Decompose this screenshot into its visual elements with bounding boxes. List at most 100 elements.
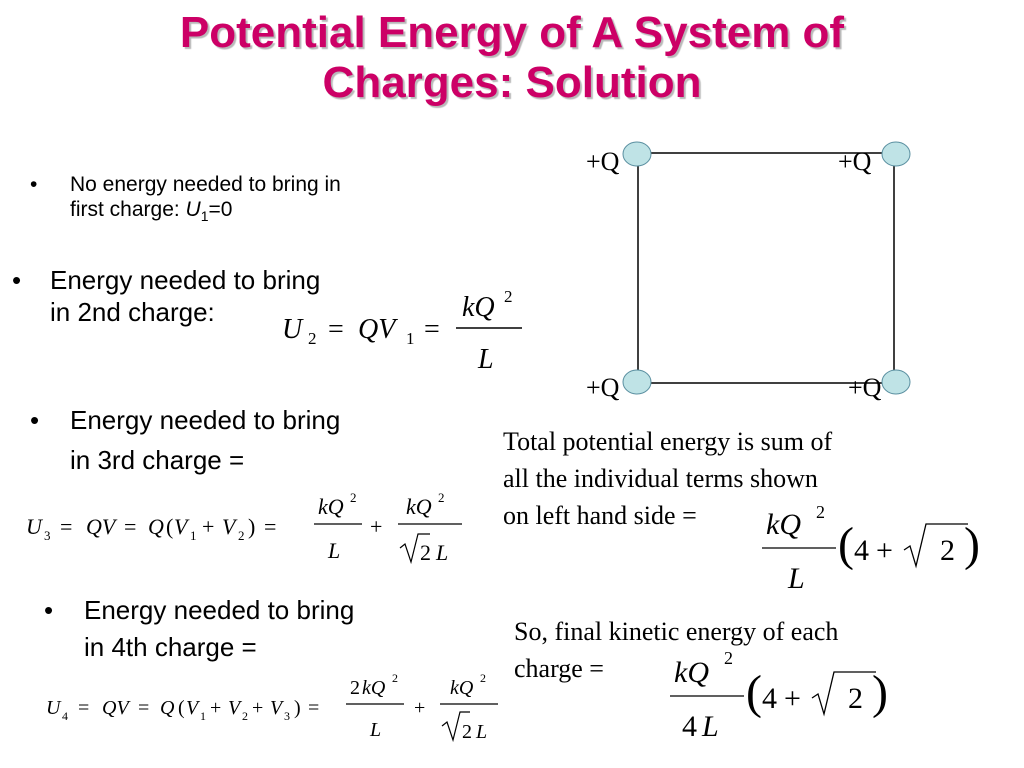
charge-square-diagram: +Q +Q +Q +Q bbox=[586, 141, 911, 402]
svg-text:QV: QV bbox=[86, 514, 118, 539]
svg-text:U: U bbox=[282, 314, 304, 345]
bullet-marker: • bbox=[30, 405, 40, 435]
bullet-line: No energy needed to bring in bbox=[70, 173, 341, 196]
svg-text:Q: Q bbox=[148, 514, 164, 539]
svg-text:V: V bbox=[186, 697, 201, 719]
bullet-line: in 4th charge = bbox=[84, 632, 257, 662]
text-line: Total potential energy is sum of bbox=[503, 427, 833, 456]
svg-text:=: = bbox=[264, 514, 276, 539]
text-line: on left hand side = bbox=[503, 501, 697, 530]
bullet-fourth-charge: • Energy needed to bring in 4th charge = bbox=[44, 592, 354, 666]
svg-text:L: L bbox=[787, 562, 805, 594]
svg-text:2: 2 bbox=[438, 490, 445, 505]
svg-text:kQ: kQ bbox=[406, 494, 432, 519]
bullet-first-charge: • No energy needed to bring in first cha… bbox=[30, 172, 341, 229]
svg-text:(: ( bbox=[838, 518, 854, 571]
svg-text:=: = bbox=[124, 514, 136, 539]
text-line: charge = bbox=[514, 654, 604, 683]
equation-u2: U 2 = QV 1 = kQ 2 L bbox=[282, 287, 522, 375]
svg-text:QV: QV bbox=[102, 697, 131, 719]
charge-circle-top-left bbox=[622, 141, 652, 167]
svg-text:1: 1 bbox=[406, 329, 415, 348]
svg-text:2: 2 bbox=[350, 677, 360, 699]
text-line: all the individual terms shown bbox=[503, 464, 818, 493]
bullet-marker: • bbox=[12, 265, 22, 295]
svg-text:+: + bbox=[414, 697, 425, 719]
bullet-line: Energy needed to bring bbox=[84, 595, 355, 625]
charge-label-bottom-right: +Q bbox=[848, 373, 882, 402]
svg-text:): ) bbox=[872, 666, 888, 719]
title-line-1: Potential Energy of A System of bbox=[179, 8, 845, 57]
bullet-line: Energy needed to bring bbox=[70, 405, 341, 435]
svg-text:1: 1 bbox=[200, 709, 206, 723]
svg-text:=: = bbox=[138, 697, 149, 719]
svg-text:=: = bbox=[78, 697, 89, 719]
svg-text:2: 2 bbox=[238, 528, 245, 543]
bullet-line: Energy needed to bring bbox=[50, 265, 321, 295]
svg-text:2: 2 bbox=[308, 329, 317, 348]
equation-u3: U 3 = QV = Q ( V 1 + V 2 ) = kQ 2 L + kQ… bbox=[26, 490, 462, 565]
charge-circle-bottom-left bbox=[622, 369, 652, 395]
svg-text:L: L bbox=[475, 721, 487, 743]
svg-text:(: ( bbox=[166, 514, 173, 539]
bullet-marker: • bbox=[30, 173, 38, 196]
svg-text:+: + bbox=[210, 697, 221, 719]
svg-text:+: + bbox=[252, 697, 263, 719]
square-outline bbox=[637, 152, 895, 384]
svg-text:L: L bbox=[435, 540, 448, 565]
svg-text:kQ: kQ bbox=[766, 508, 801, 541]
svg-text:L: L bbox=[327, 538, 340, 563]
svg-text:kQ: kQ bbox=[318, 494, 344, 519]
svg-text:3: 3 bbox=[284, 709, 290, 723]
svg-text:4: 4 bbox=[854, 534, 869, 567]
svg-text:kQ: kQ bbox=[674, 656, 709, 689]
bullet-third-charge: • Energy needed to bring in 3rd charge = bbox=[30, 400, 340, 480]
svg-text:=: = bbox=[328, 314, 344, 345]
charge-label-top-left: +Q bbox=[586, 147, 620, 176]
svg-text:2: 2 bbox=[848, 682, 863, 715]
svg-text:2: 2 bbox=[350, 490, 357, 505]
svg-text:=: = bbox=[60, 514, 72, 539]
svg-text:2: 2 bbox=[816, 502, 825, 522]
svg-text:2: 2 bbox=[462, 721, 472, 743]
bullet-marker: • bbox=[44, 595, 54, 625]
charge-label-top-right: +Q bbox=[838, 147, 872, 176]
svg-text:+: + bbox=[202, 514, 214, 539]
svg-text:kQ: kQ bbox=[462, 292, 495, 323]
slide-title: Potential Energy of A System of Charges:… bbox=[0, 8, 1024, 108]
svg-text:2: 2 bbox=[392, 671, 398, 685]
equation-total: kQ 2 L ( 4 + 2 ) bbox=[762, 502, 980, 594]
final-energy-text: So, final kinetic energy of each charge … bbox=[514, 613, 838, 687]
text-line: So, final kinetic energy of each bbox=[514, 617, 839, 646]
charge-circle-bottom-right bbox=[881, 369, 911, 395]
svg-text:L: L bbox=[701, 710, 719, 743]
svg-text:Q: Q bbox=[160, 697, 175, 719]
svg-text:2: 2 bbox=[724, 648, 733, 668]
svg-text:L: L bbox=[477, 344, 494, 375]
svg-text:2: 2 bbox=[480, 671, 486, 685]
svg-text:3: 3 bbox=[44, 528, 51, 543]
svg-text:U: U bbox=[26, 514, 44, 539]
svg-text:QV: QV bbox=[358, 314, 398, 345]
bullet-line: first charge: U1=0 bbox=[70, 198, 233, 225]
bullet-line: in 3rd charge = bbox=[70, 445, 245, 475]
svg-text:L: L bbox=[369, 719, 381, 741]
bullet-second-charge: • Energy needed to bring in 2nd charge: bbox=[12, 264, 320, 328]
svg-text:V: V bbox=[174, 514, 190, 539]
svg-text:(: ( bbox=[178, 697, 185, 719]
svg-text:): ) bbox=[964, 518, 980, 571]
svg-text:2: 2 bbox=[940, 534, 955, 567]
svg-text:4: 4 bbox=[682, 710, 697, 743]
svg-text:4: 4 bbox=[62, 709, 68, 723]
equation-u4: U 4 = QV = Q ( V 1 + V 2 + V 3 ) = 2 kQ … bbox=[46, 671, 498, 743]
svg-text:+: + bbox=[370, 514, 382, 539]
title-line-2: Charges: Solution bbox=[322, 58, 702, 107]
total-energy-text: Total potential energy is sum of all the… bbox=[503, 423, 832, 534]
svg-text:=: = bbox=[308, 697, 319, 719]
svg-text:(: ( bbox=[746, 666, 762, 719]
charge-label-bottom-left: +Q bbox=[586, 373, 620, 402]
svg-text:kQ: kQ bbox=[362, 677, 386, 699]
svg-text:U: U bbox=[46, 697, 62, 719]
svg-text:4: 4 bbox=[762, 682, 777, 715]
svg-text:): ) bbox=[294, 697, 301, 719]
